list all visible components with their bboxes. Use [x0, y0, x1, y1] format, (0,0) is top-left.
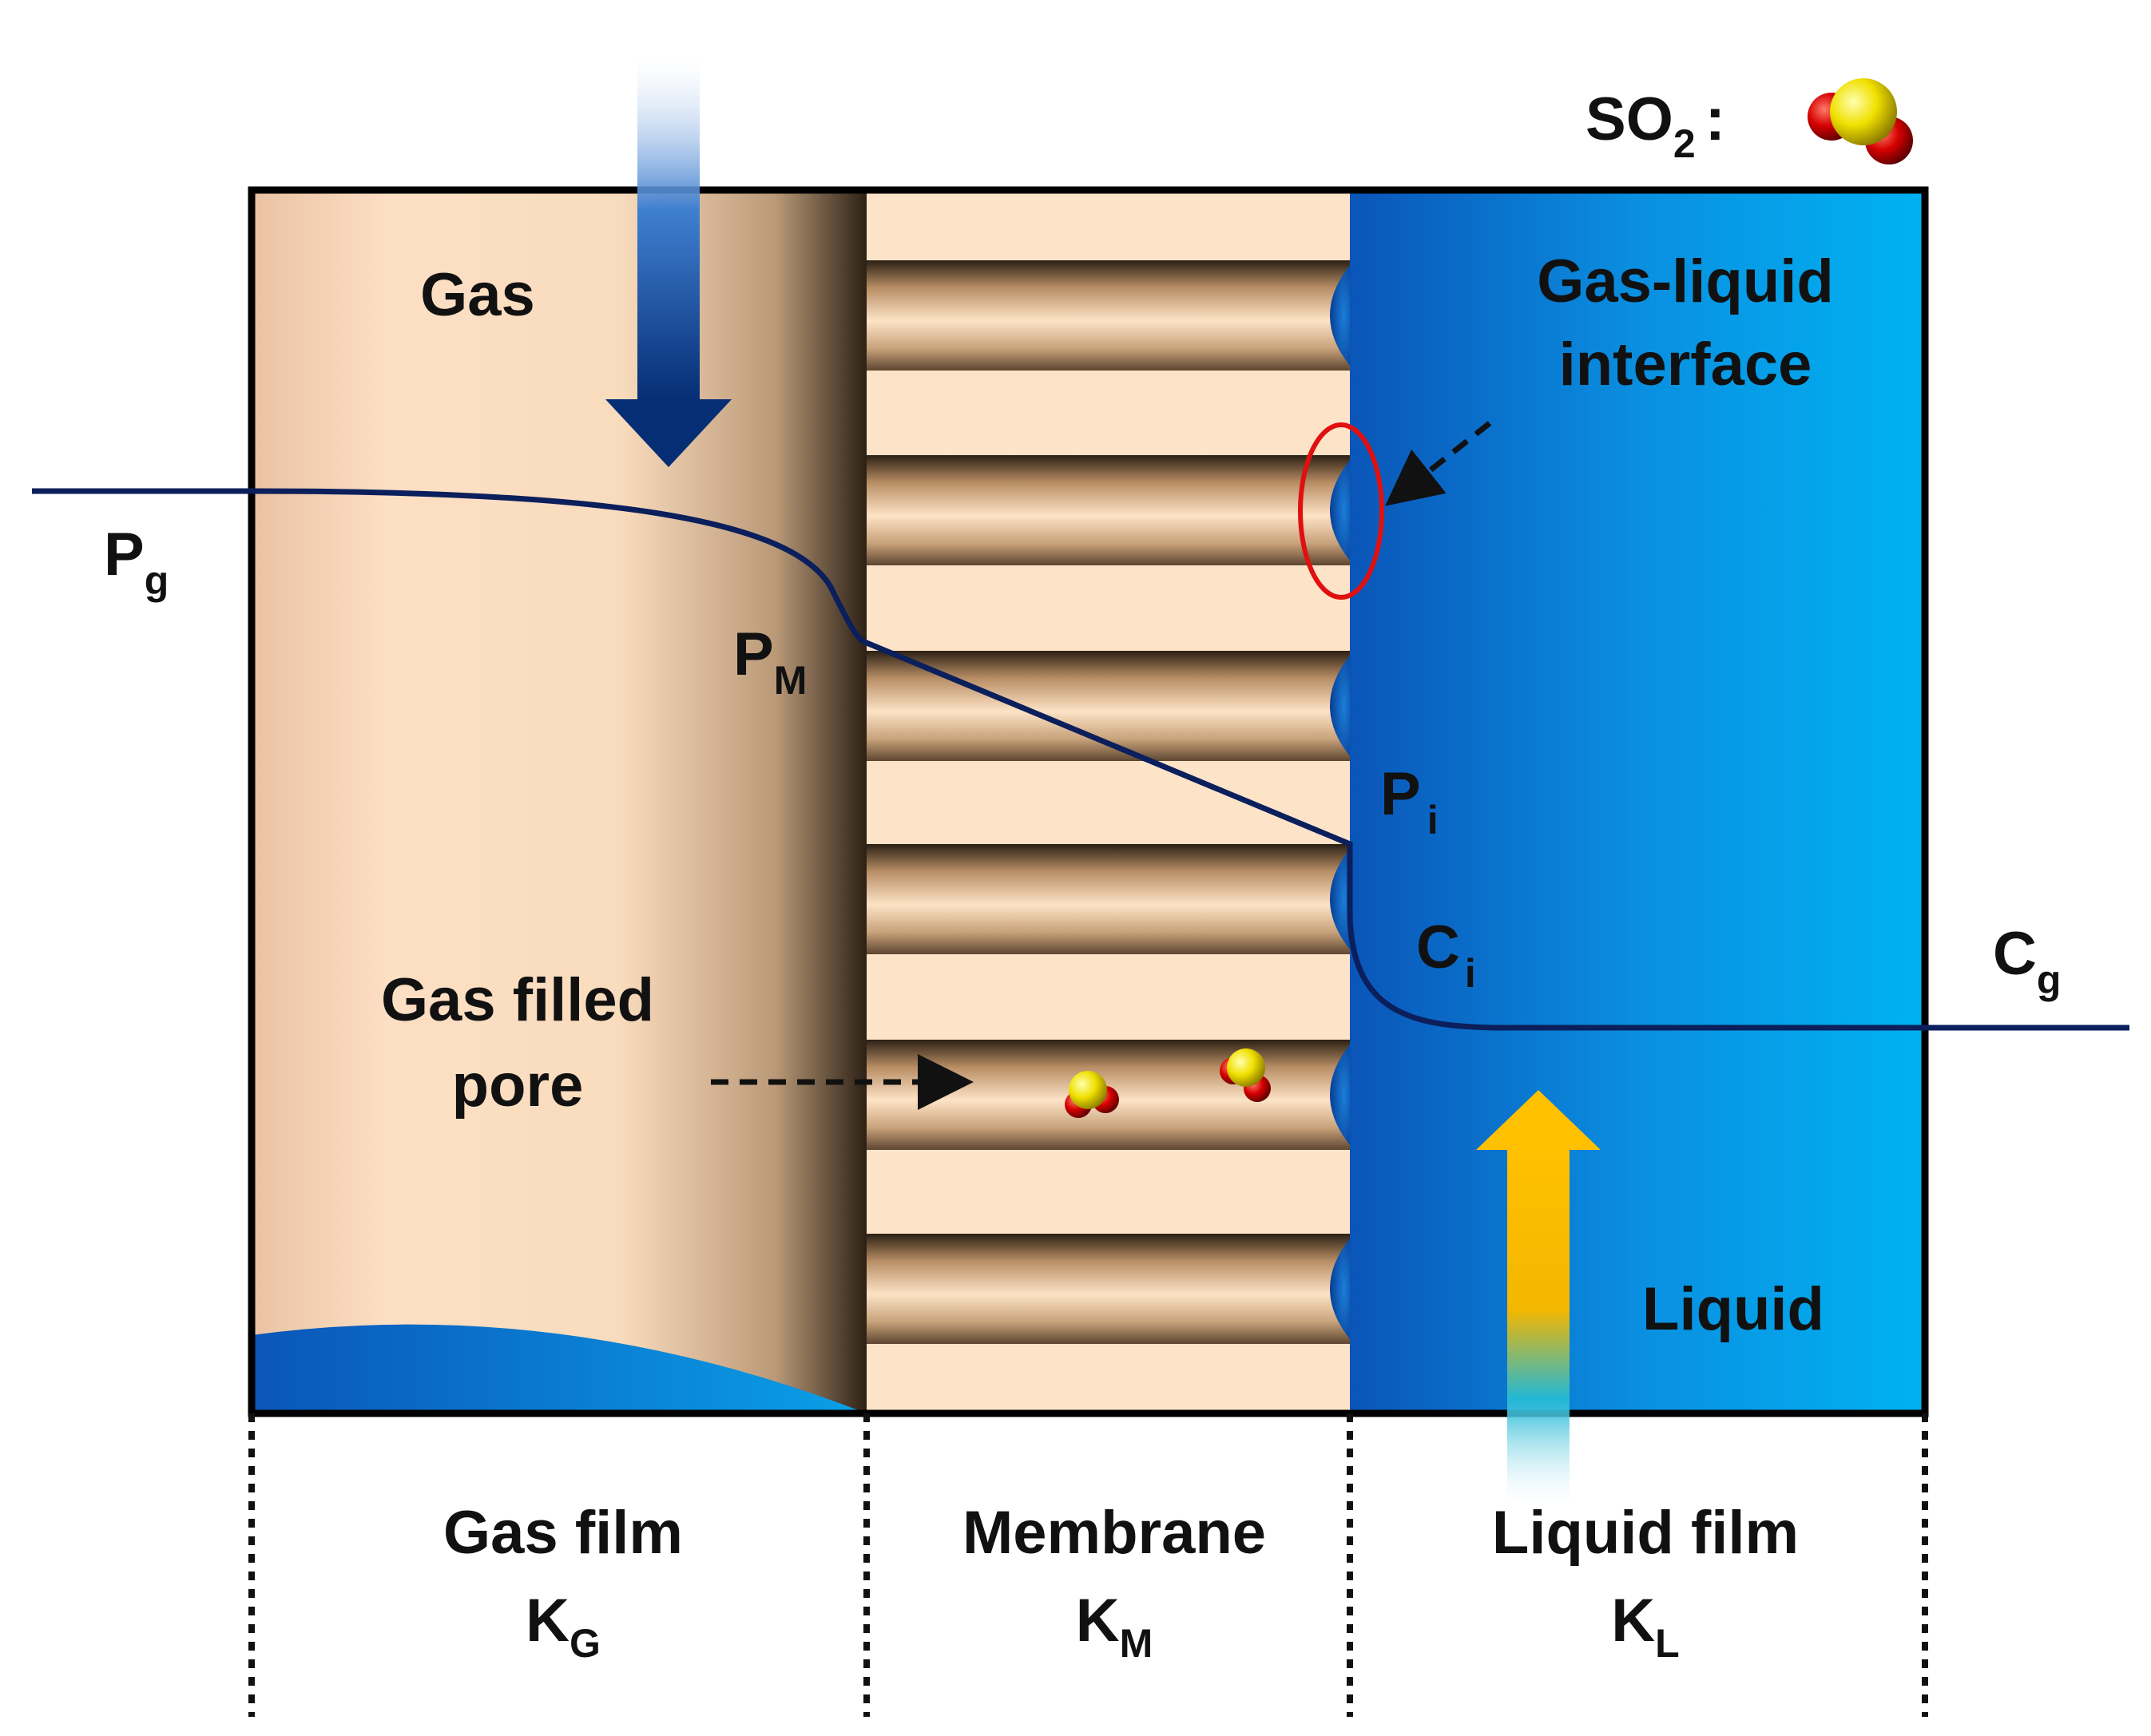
km-label: KM	[1076, 1587, 1153, 1666]
liquid-film-label: Liquid film	[1492, 1499, 1799, 1567]
interface-label-line1: Gas-liquid	[1537, 248, 1834, 315]
so2-legend-label: SO2:	[1585, 85, 1725, 166]
interface-label-line2: interface	[1559, 331, 1812, 398]
cg-label: Cg	[1993, 920, 2061, 1002]
liquid-label: Liquid	[1642, 1275, 1824, 1343]
interface-highlight-ellipse	[1298, 422, 1384, 600]
gas-film-liquid-pool	[252, 1324, 867, 1413]
concentration-profile-line	[32, 488, 2129, 1031]
dashed-arrow-icon	[1385, 421, 1492, 506]
so2-molecule-icon	[1808, 78, 1913, 164]
membrane-label: Membrane	[962, 1499, 1266, 1567]
kg-label: KG	[526, 1587, 601, 1666]
pm-label: PM	[733, 620, 807, 703]
gas-film-label: Gas film	[443, 1499, 683, 1567]
diagram-frame	[248, 186, 1929, 1417]
pore-label-line2: pore	[452, 1052, 584, 1120]
kl-label: KL	[1611, 1587, 1679, 1666]
pore-label-line1: Gas filled	[381, 966, 654, 1034]
gas-film-region	[252, 190, 867, 1413]
meniscus	[1330, 1044, 1350, 1145]
pore-tube	[867, 1234, 1350, 1344]
so2-molecule-icon	[1065, 1071, 1119, 1118]
membrane-region	[867, 190, 1350, 1413]
meniscus	[1330, 1239, 1350, 1339]
meniscus	[1330, 265, 1350, 366]
meniscus	[1330, 656, 1350, 756]
column-dividers	[248, 1413, 1928, 1717]
down-arrow-icon	[605, 56, 732, 467]
pore-menisci	[1330, 265, 1350, 1339]
meniscus	[1330, 849, 1350, 949]
gas-label: Gas	[420, 261, 535, 329]
liquid-film-region	[1350, 190, 1925, 1413]
up-arrow-icon	[1476, 1090, 1601, 1505]
meniscus	[1330, 460, 1350, 561]
so2-molecule-icon	[1220, 1048, 1271, 1102]
pore-tube	[867, 844, 1350, 954]
pore-tube	[867, 260, 1350, 371]
pore-tube	[867, 455, 1350, 565]
pg-label: Pg	[104, 521, 169, 603]
